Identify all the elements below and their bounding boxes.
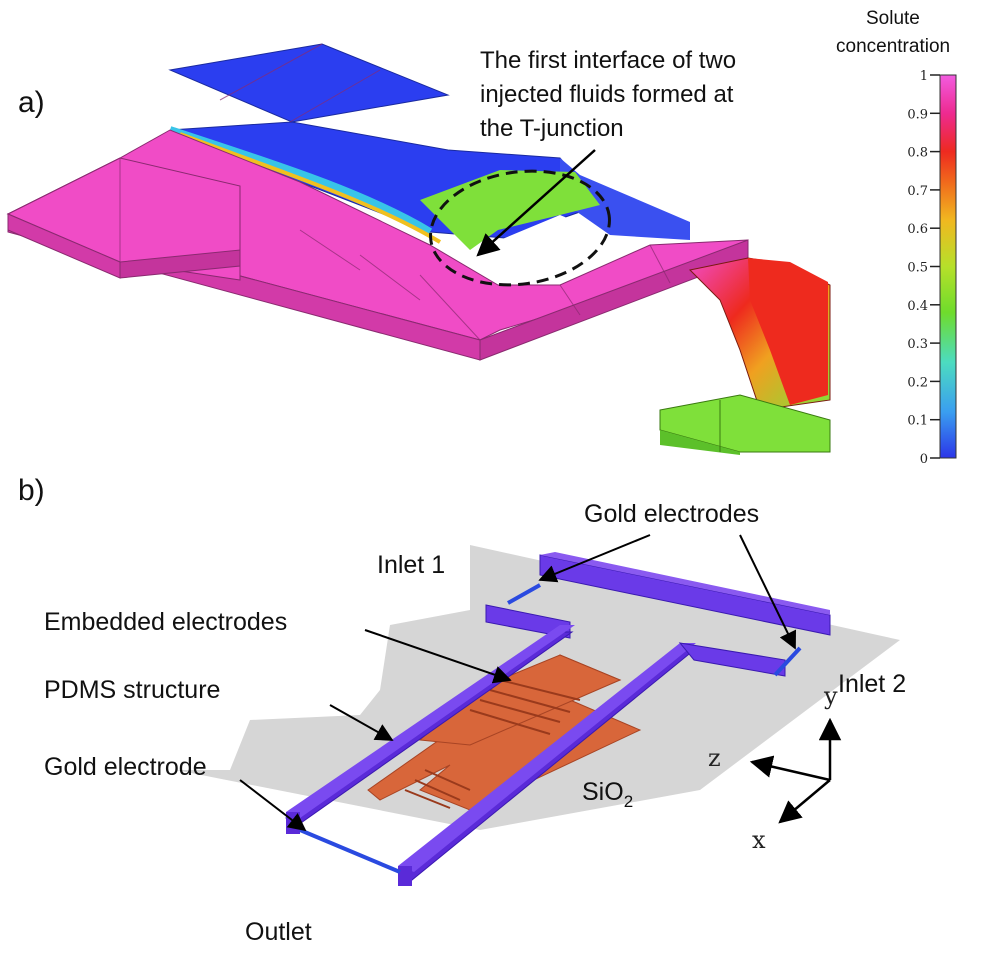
- colorbar: Solute concentration 1 0.9 0.8 0.7 0.6 0.5 0.4…: [836, 8, 957, 467]
- junction-annotation: The first interface of two injected flui…: [480, 47, 743, 142]
- inlet2-gold-electrode: [773, 646, 802, 677]
- arrow-gold-electrodes-right: [739, 534, 797, 650]
- panel-a: a): [6, 8, 957, 467]
- blue-inlet-block: [168, 43, 450, 123]
- colorbar-title-line-2: concentration: [836, 36, 950, 57]
- colorbar-tick-label: 1: [920, 69, 928, 84]
- colorbar-tick-label: 0: [920, 452, 928, 467]
- junction-highlight-ellipse: [429, 169, 611, 287]
- channel-hole: [500, 215, 620, 285]
- label-pdms-structure: PDMS structure: [44, 676, 220, 704]
- colorbar-tick-label: 0.4: [907, 299, 928, 314]
- panel-a-label: a): [18, 86, 45, 119]
- colorbar-tick-label: 0.3: [907, 337, 928, 352]
- inlet2-wall: [678, 642, 786, 677]
- arrow-embedded-electrodes: [364, 629, 512, 684]
- label-inlet-2: Inlet 2: [838, 670, 906, 698]
- pointer-arrows: [239, 534, 797, 832]
- right-channel-wall-top: [398, 643, 696, 872]
- simulation-geometry: [6, 43, 831, 455]
- label-inlet-1: Inlet 1: [377, 551, 445, 579]
- colorbar-ticks: 1 0.9 0.8 0.7 0.6 0.5 0.4 0.3 0.2 0.1 0: [907, 69, 940, 467]
- mixing-interface: [420, 170, 600, 250]
- colorbar-gradient: [939, 74, 957, 459]
- label-sio2-main: SiO: [582, 778, 624, 806]
- blue-upper-loop: [560, 158, 690, 240]
- label-gold-electrodes: Gold electrodes: [584, 500, 759, 528]
- axis-z-arrow: [749, 755, 831, 782]
- interface-yellow-edge: [179, 132, 442, 244]
- junction-annotation-line-3: the T-junction: [480, 115, 624, 142]
- label-embedded-electrodes: Embedded electrodes: [44, 608, 287, 636]
- label-sio2: SiO2: [582, 778, 633, 811]
- junction-annotation-line-1: The first interface of two: [480, 47, 736, 74]
- inlet1-wall: [485, 604, 571, 639]
- colorbar-tick-label: 0.5: [907, 261, 928, 276]
- panel-b-label: b): [18, 474, 45, 507]
- colorbar-tick-label: 0.9: [907, 107, 928, 122]
- mesh-lines: [119, 43, 671, 341]
- junction-annotation-line-2: injected fluids formed at: [480, 81, 734, 108]
- pink-left-stub-side: [119, 249, 241, 279]
- colorbar-title-line-1: Solute: [866, 8, 920, 29]
- embedded-electrode-array: [367, 654, 642, 811]
- outlet-gold-electrode: [299, 828, 401, 874]
- top-wall-face: [540, 552, 830, 615]
- junction-annotation-arrow: [476, 149, 596, 257]
- coordinate-axes: [749, 717, 842, 824]
- arrow-pdms-structure: [329, 704, 394, 741]
- colorbar-tick-label: 0.1: [907, 414, 928, 429]
- label-outlet: Outlet: [245, 918, 312, 946]
- arrow-gold-electrode: [239, 779, 307, 832]
- inlet1-gold-electrode: [507, 583, 541, 605]
- axis-z-label: z: [708, 744, 721, 772]
- colorbar-tick-label: 0.6: [907, 222, 928, 237]
- label-sio2-sub: 2: [624, 792, 633, 811]
- colorbar-tick-label: 0.8: [907, 146, 928, 161]
- colorbar-tick-label: 0.2: [907, 375, 928, 390]
- colorbar-title: Solute concentration: [836, 8, 950, 57]
- panel-b: b): [18, 474, 906, 946]
- mixing-channel-red: [748, 258, 828, 405]
- axis-y-label: y: [823, 682, 838, 710]
- label-gold-electrode: Gold electrode: [44, 753, 207, 781]
- axis-x-label: x: [752, 826, 766, 854]
- arrow-gold-electrodes-left: [538, 534, 651, 583]
- outlet-post-left: [286, 812, 300, 834]
- colorbar-tick-label: 0.7: [907, 184, 928, 199]
- gold-electrode-lines: [299, 583, 802, 874]
- outlet-post-right: [398, 866, 412, 886]
- axis-x-arrow: [778, 779, 831, 824]
